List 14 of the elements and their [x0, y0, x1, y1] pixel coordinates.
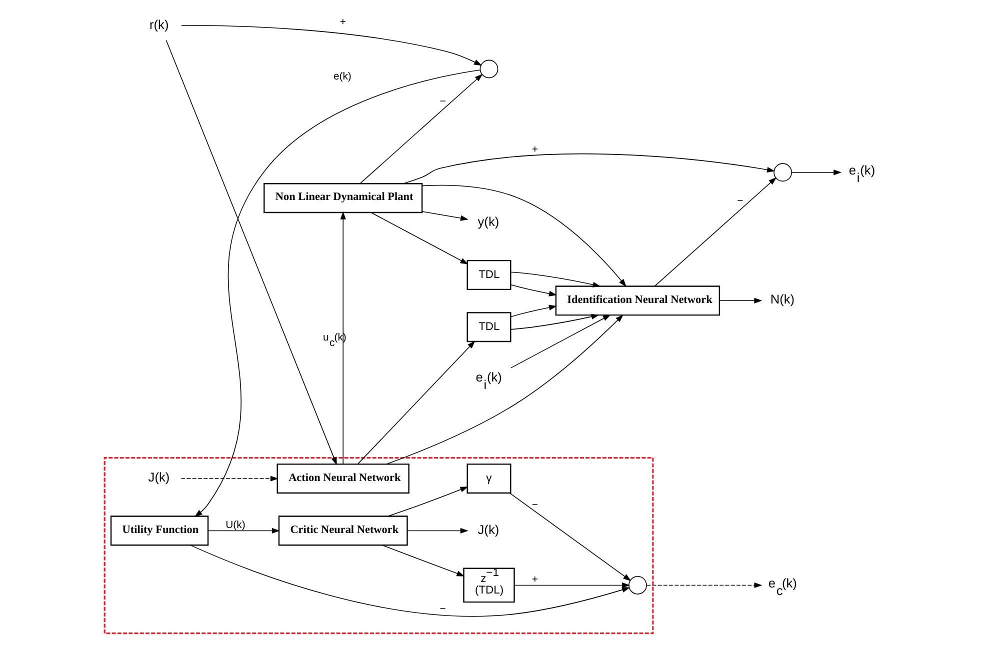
- edge-label: e(k): [333, 72, 352, 83]
- edge-label: −: [532, 500, 538, 511]
- edge-label: U(k): [226, 520, 246, 531]
- node-text: y(k): [478, 214, 500, 229]
- node-text: J(k): [148, 470, 170, 485]
- edge-label: −: [737, 196, 744, 207]
- edge-label: +: [340, 17, 346, 28]
- node-text: J(k): [478, 522, 500, 537]
- edge-label: +: [532, 144, 538, 156]
- node-text: N(k): [770, 292, 795, 307]
- node-text: r(k): [150, 16, 169, 32]
- edge-label: −: [440, 604, 446, 615]
- edge-label: +: [532, 574, 538, 586]
- edge-label: −: [440, 96, 446, 108]
